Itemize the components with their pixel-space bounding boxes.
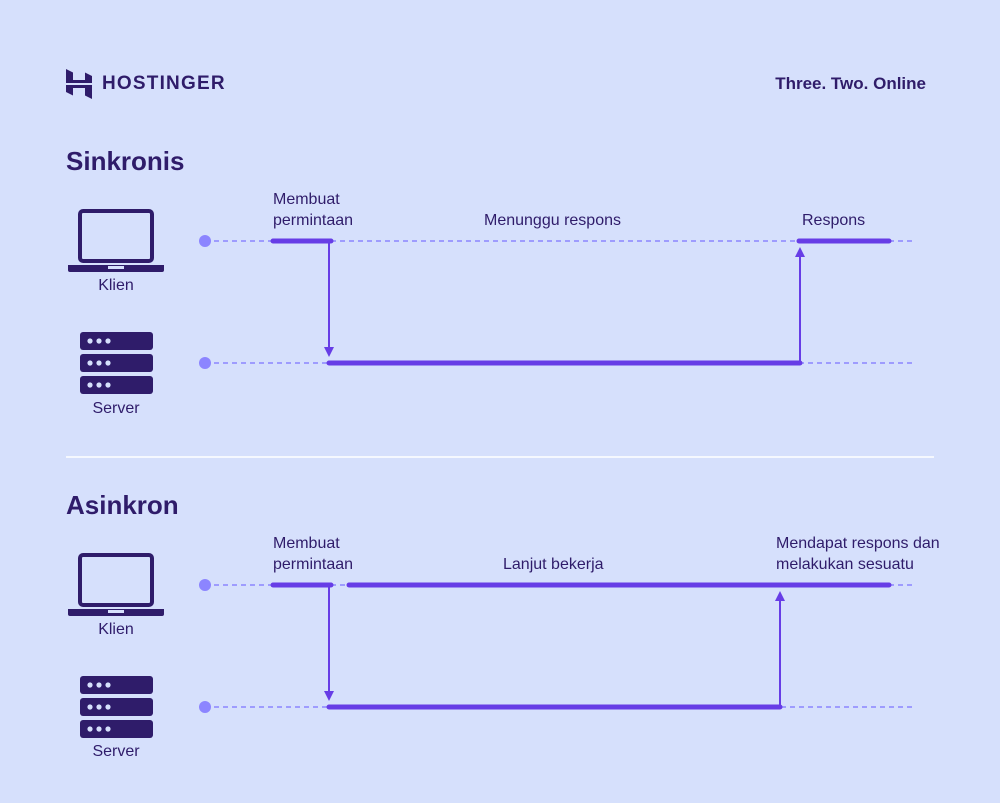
async-response-label: Mendapat respons dan melakukan sesuatu: [776, 535, 940, 573]
async-continue-label: Lanjut bekerja: [503, 556, 604, 573]
sync-client-label: Klien: [98, 277, 134, 294]
sync-wait-label: Menunggu respons: [484, 212, 621, 229]
sync-server-icon: [80, 332, 153, 394]
async-server-icon: [80, 676, 153, 738]
sync-server-dot: [199, 357, 211, 369]
sync-client-dot: [199, 235, 211, 247]
sync-request-label: Membuat permintaan: [273, 191, 354, 229]
sync-server-label: Server: [92, 400, 140, 417]
async-server-dot: [199, 701, 211, 713]
sync-laptop-icon: [68, 209, 164, 272]
brand-name: HOSTINGER: [102, 73, 226, 94]
tagline: Three. Two. Online: [775, 74, 926, 93]
async-laptop-icon: [68, 553, 164, 616]
async-client-label: Klien: [98, 621, 134, 638]
hostinger-logo-icon: [66, 69, 92, 99]
sync-response-label: Respons: [802, 212, 866, 229]
async-section-title: Asinkron: [66, 490, 179, 520]
async-request-label: Membuat permintaan: [273, 535, 354, 573]
async-client-dot: [199, 579, 211, 591]
sync-section-title: Sinkronis: [66, 146, 185, 176]
async-server-label: Server: [92, 743, 140, 760]
